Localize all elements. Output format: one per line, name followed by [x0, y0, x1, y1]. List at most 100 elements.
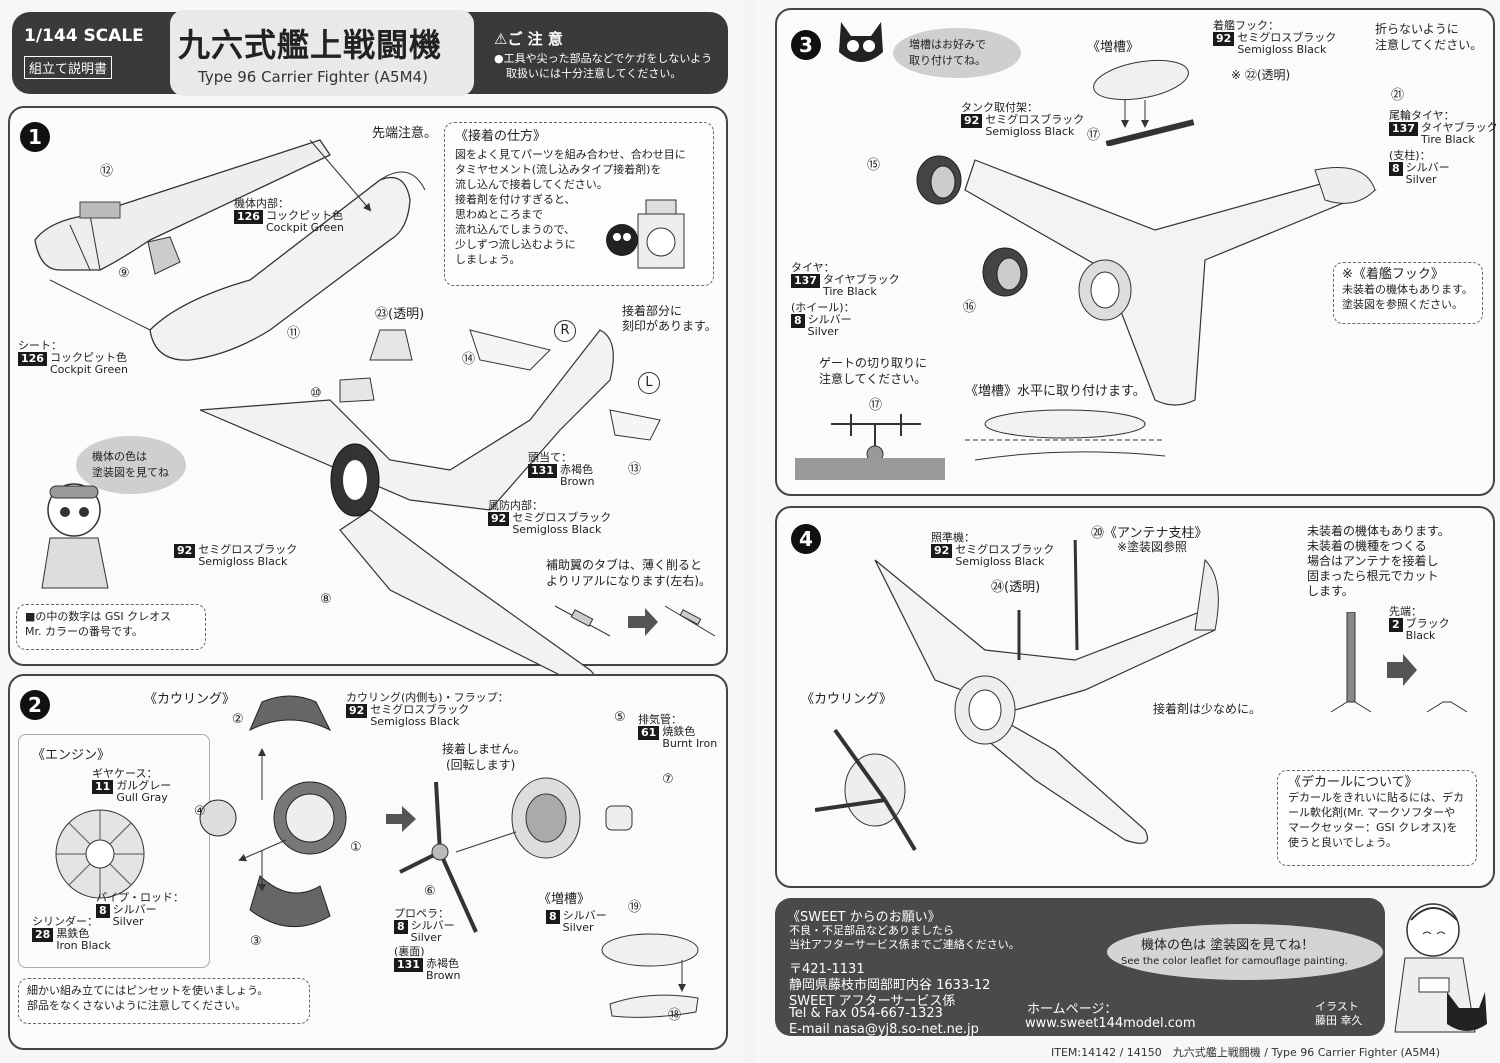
aileron-tab-diagram [554, 605, 716, 637]
interior-en: Cockpit Green [265, 221, 344, 234]
part-1-cowl: ① [350, 840, 362, 855]
windshield-code: 92 [488, 512, 510, 526]
noglue-2: (回転します) [446, 758, 516, 772]
completed-aircraft-drawing [815, 540, 1219, 852]
part-6-prop: ⑥ [424, 884, 436, 899]
pipe-label: パイプ・ロッド： [96, 891, 184, 904]
tank-jp: シルバー [562, 909, 607, 922]
step4-cowling-heading: 《カウリング》 [801, 692, 893, 707]
step2-arrow [386, 806, 416, 832]
tailtire-en: Tire Black [1420, 133, 1475, 146]
part-8: ⑧ [320, 592, 332, 607]
part-21: ㉑ [1391, 88, 1405, 103]
glue-less-note: 接着剤は少なめに。 [1153, 702, 1262, 716]
caution-text-2: 取扱いには十分注意してください。 [506, 67, 682, 80]
part-22: ※ ㉒(透明) [1231, 68, 1291, 82]
gate-note-2: 注意してください。 [819, 372, 927, 386]
part-7-exhaust: ⑦ [662, 772, 674, 787]
homepage-url[interactable]: www.sweet144model.com [1025, 1016, 1196, 1031]
cement-bottle-illustration [606, 199, 685, 269]
hook-note-1: 未装着の機体もあります。 [1342, 283, 1473, 296]
hook-label: 着艦フック： [1213, 19, 1279, 32]
part-17: ⑰ [1087, 128, 1101, 143]
left-marker: L [638, 372, 660, 394]
tip-caution: 先端注意。 [372, 126, 438, 141]
rack-label: タンク取付架： [961, 101, 1038, 114]
seat-label: シート： [18, 339, 62, 352]
tailtire-label: 尾輪タイヤ： [1389, 109, 1455, 122]
glue-title: 《接着の仕方》 [455, 129, 547, 144]
prop-back-jp: 赤褐色 [425, 957, 459, 970]
cowling-heading: 《カウリング》 [144, 692, 236, 707]
email[interactable]: E-mail nasa@yj8.so-net.ne.jp [789, 1022, 979, 1037]
noglue-1: 接着しません。 [442, 742, 526, 756]
seat-part-drawing [147, 236, 181, 275]
color-leaflet-bubble [1107, 924, 1383, 980]
wheel-label: (ホイール)： [791, 301, 855, 314]
hook-code: 92 [1213, 32, 1235, 46]
gear-jp: ガルグレー [116, 779, 172, 792]
cowling-exploded-drawing [199, 695, 347, 928]
prop-back-code: 131 [394, 958, 423, 972]
dept: SWEET アフターサービス係 [789, 994, 956, 1009]
rack-code: 92 [961, 114, 983, 128]
hook-note-box: ※《着艦フック》 未装着の機体もあります。 塗装図を参照ください。 [1333, 262, 1483, 324]
main-wheel-drawings [916, 155, 1028, 297]
tank-horizontal-note: 《増槽》水平に取り付けます。 [965, 384, 1146, 399]
antenna-note-4: 固まったら根元でカット [1307, 569, 1439, 583]
tip-en: Black [1405, 629, 1436, 642]
part-3-cowl: ③ [250, 934, 262, 949]
part-11: ⑪ [287, 326, 301, 341]
tank-en: Silver [562, 921, 594, 934]
cyl-label: シリンダー： [32, 915, 98, 928]
decal-line-3: マークセッター：GSI クレオス)を [1288, 821, 1458, 834]
wheel-jp: シルバー [807, 313, 852, 326]
engrave-note-1: 接着部分に [622, 304, 683, 318]
prop-back-label: (裏面) [394, 945, 425, 958]
gsi-note-2: Mr. カラーの番号です。 [25, 625, 143, 638]
antenna-note-2: 未装着の機種をつくる [1307, 539, 1427, 553]
antenna-note-box: 未装着の機体もあります。 未装着の機種をつくる 場合はアンテナを接着し 固まった… [1307, 524, 1471, 612]
strut-jp: シルバー [1405, 161, 1450, 174]
part-24: ㉔(透明) [991, 580, 1041, 595]
part-12: ⑫ [100, 164, 114, 179]
hook-note-title: ※《着艦フック》 [1342, 267, 1444, 282]
tip-jp: ブラック [1405, 617, 1450, 630]
tab-note-1: 補助翼のタブは、薄く削ると [546, 558, 703, 572]
step4-number: 4 [791, 524, 821, 554]
hook-jp: セミグロスブラック [1237, 31, 1337, 44]
right-marker: R [554, 320, 576, 342]
antenna-cut-diagram [1330, 612, 1468, 713]
color-hint-1: 機体の色は [92, 450, 147, 463]
decal-line-1: デカールをきれいに貼るには、デカ [1288, 791, 1464, 804]
assembled-fuselage-drawing [199, 329, 661, 684]
radial-engine-drawing [55, 809, 145, 899]
glue-line-3: 流し込んで接着してください。 [455, 178, 608, 191]
scale-label: 1/144 SCALE [24, 26, 144, 46]
hook-note-2: 塗装図を参照ください。 [1342, 298, 1463, 311]
gear-code: 11 [92, 780, 114, 794]
aircraft-underside-drawing [964, 159, 1377, 406]
illust-label: イラスト [1315, 1000, 1359, 1013]
cowl-jp: セミグロスブラック [370, 703, 470, 716]
tire-en: Tire Black [822, 285, 877, 298]
gsi-note-box: ■の中の数字は GSI クレオス Mr. カラーの番号です。 [16, 604, 206, 650]
decal-title: 《デカールについて》 [1288, 775, 1418, 790]
exhaust-label: 排気管： [638, 713, 682, 726]
tailtire-jp: タイヤブラック [1420, 121, 1498, 134]
part-23: ㉓(透明) [375, 307, 425, 322]
tire-label: タイヤ： [791, 261, 835, 274]
color-leaflet-en: See the color leaflet for camouflage pai… [1121, 956, 1348, 967]
hook-en: Semigloss Black [1237, 43, 1327, 56]
exhaust-en: Burnt Iron [662, 737, 718, 750]
tab-note-2: よりリアルになります(左右)。 [546, 574, 712, 588]
tweezer-note-box: 細かい組み立てにはピンセットを使いましょう。 部品をなくさないように注意してくだ… [18, 978, 310, 1024]
